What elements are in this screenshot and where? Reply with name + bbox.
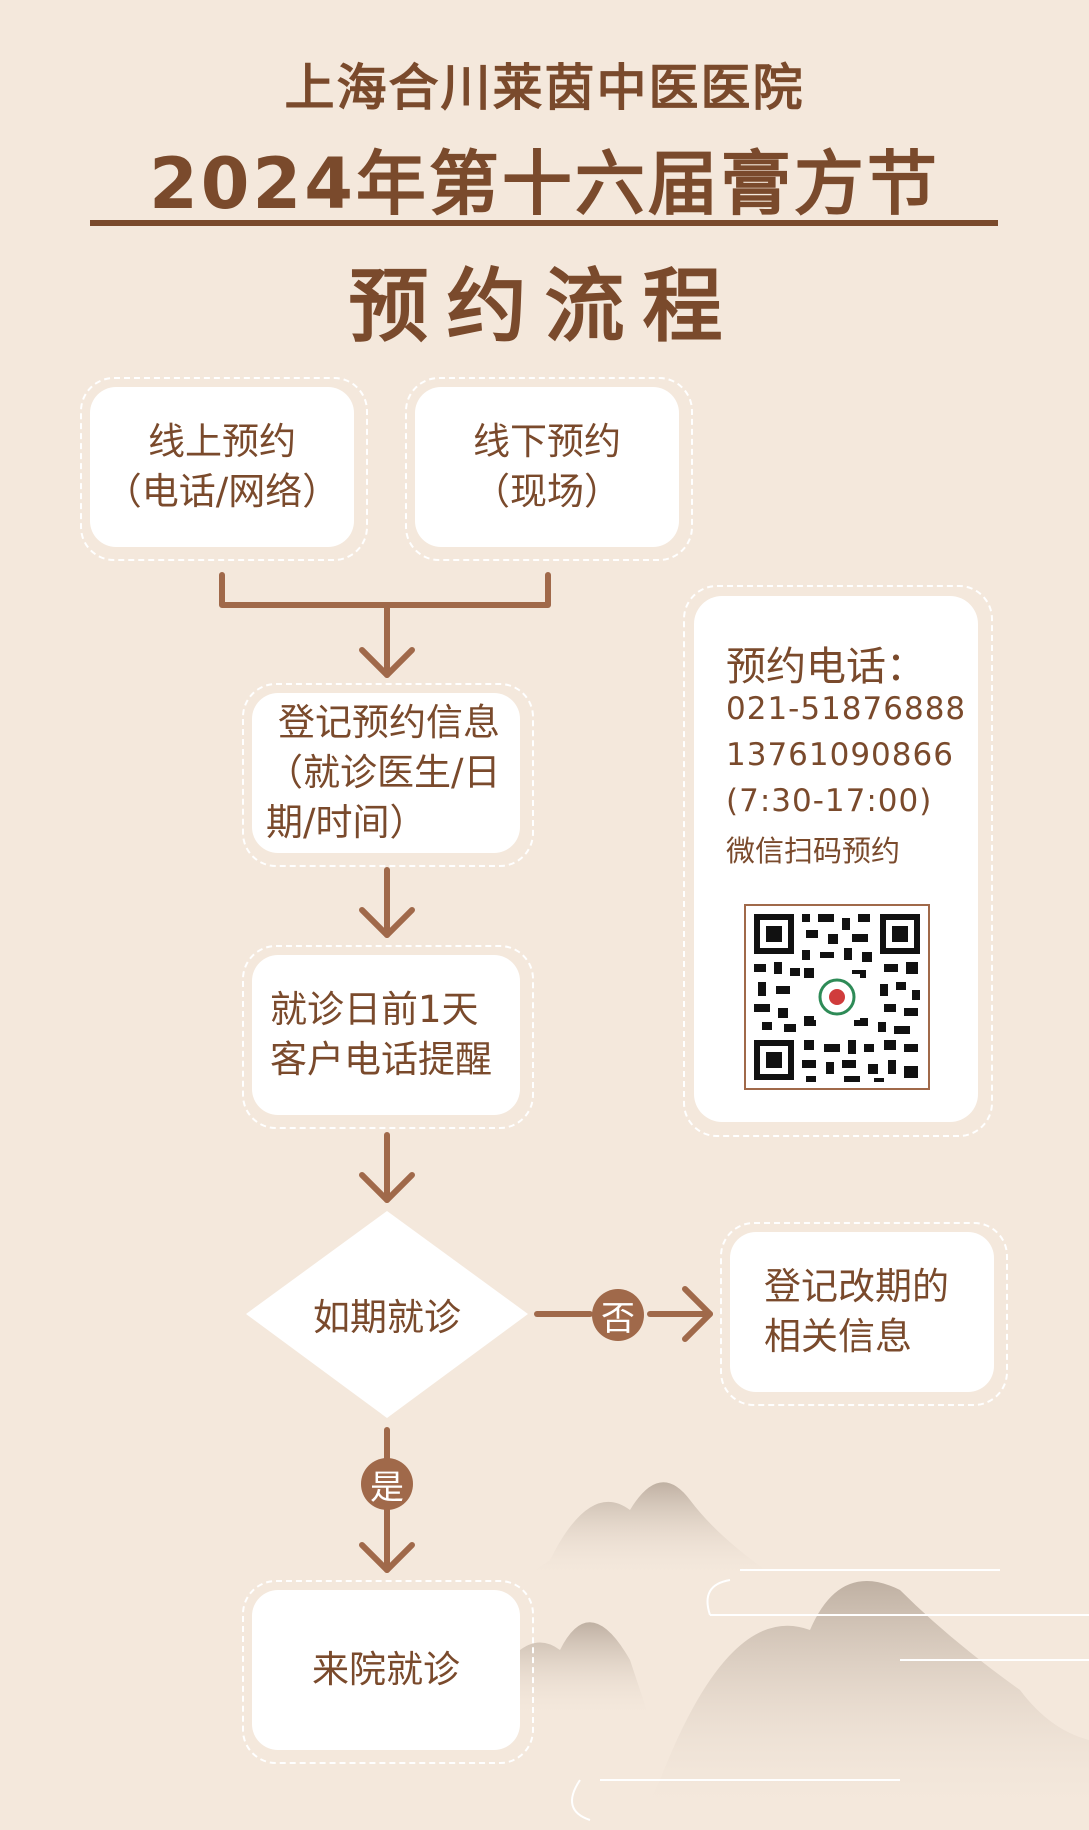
arrow-down-2	[359, 907, 415, 938]
register-info-card: 登记预约信息 （就诊医生/日 期/时间）	[252, 693, 520, 853]
business-hours: (7:30-17:00)	[726, 783, 933, 819]
register-info-line2: （就诊医生/日	[266, 751, 501, 795]
online-booking-title: 线上预约	[148, 420, 296, 464]
reschedule-line1: 登记改期的	[764, 1265, 949, 1309]
reminder-frame	[242, 945, 534, 1129]
reschedule-card: 登记改期的 相关信息	[730, 1232, 994, 1392]
reminder-line1: 就诊日前1天	[270, 988, 479, 1032]
phone-number-landline: 021-51876888	[726, 691, 967, 727]
visit-card: 来院就诊	[252, 1590, 520, 1750]
arrow-right	[682, 1286, 713, 1342]
reminder-card: 就诊日前1天 客户电话提醒	[252, 955, 520, 1115]
arrow-down-4	[359, 1542, 415, 1573]
offline-booking-title: 线下预约	[473, 420, 621, 464]
arrow-down-1	[359, 647, 415, 678]
yes-badge: 是	[361, 1458, 413, 1510]
register-info-frame	[242, 683, 534, 867]
offline-booking-frame	[405, 377, 693, 561]
offline-booking-card: 线下预约 （现场）	[415, 387, 679, 547]
no-badge: 否	[592, 1289, 644, 1341]
event-title: 2024年第十六届膏方节	[149, 143, 940, 225]
merge-line	[219, 572, 551, 608]
online-booking-card: 线上预约 （电话/网络）	[90, 387, 354, 547]
reminder-line2: 客户电话提醒	[270, 1038, 492, 1081]
contact-card: 预约电话： 021-51876888 13761090866 (7:30-17:…	[694, 596, 978, 1122]
hospital-name: 上海合川莱茵中医医院	[284, 59, 805, 117]
visit-label: 来院就诊	[312, 1648, 460, 1692]
title-divider	[90, 220, 998, 226]
arrow-down-3	[359, 1172, 415, 1203]
offline-booking-subtitle: （现场）	[473, 470, 621, 513]
reschedule-line2: 相关信息	[764, 1315, 912, 1358]
decision-diamond	[246, 1211, 528, 1418]
contact-title: 预约电话：	[726, 644, 926, 690]
section-title: 预约流程	[348, 260, 741, 353]
reschedule-frame	[720, 1222, 1008, 1406]
visit-frame	[242, 1580, 534, 1764]
decision-label: 如期就诊	[313, 1296, 461, 1339]
register-info-line1: 登记预约信息	[278, 701, 500, 745]
register-info-line3: 期/时间）	[266, 800, 427, 844]
qr-code-icon[interactable]	[744, 904, 930, 1090]
phone-number-mobile: 13761090866	[726, 737, 954, 773]
online-booking-frame	[80, 377, 368, 561]
wechat-label: 微信扫码预约	[726, 834, 901, 868]
contact-frame	[683, 585, 993, 1137]
mountain-decoration	[480, 1482, 1089, 1821]
online-booking-subtitle: （电话/网络）	[104, 470, 340, 513]
